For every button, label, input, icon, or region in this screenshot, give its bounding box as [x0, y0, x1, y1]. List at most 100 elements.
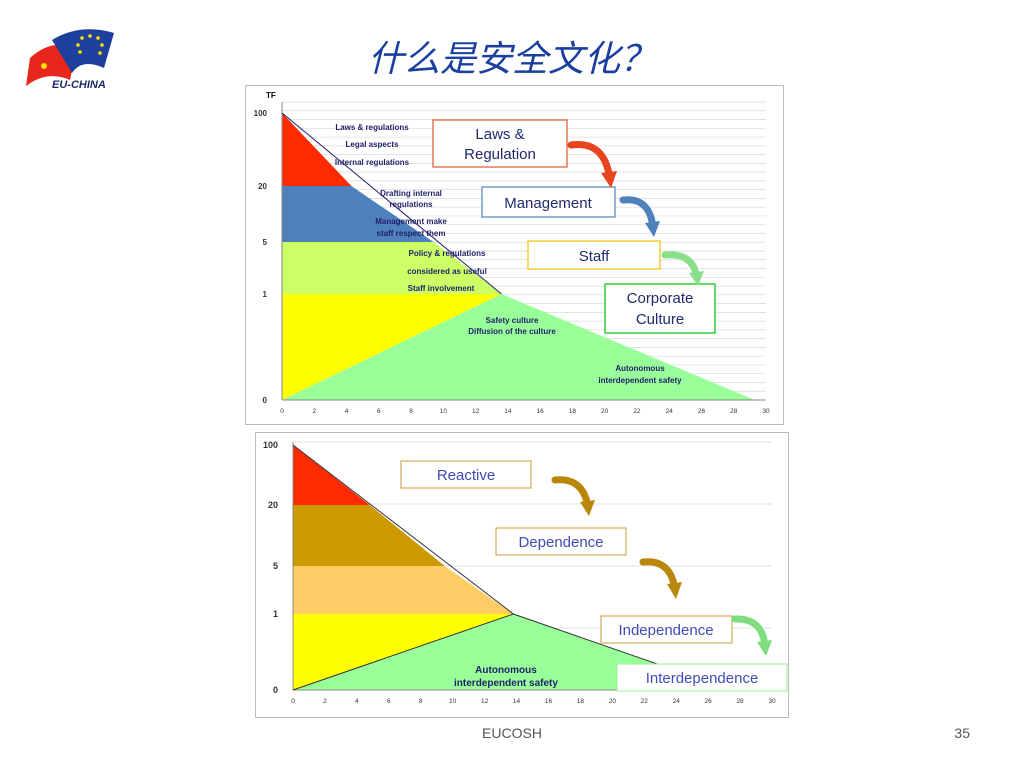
- c2-x-tick-label: 10: [449, 698, 457, 705]
- arrow-icon-green: [661, 251, 704, 286]
- svg-text:Culture: Culture: [636, 311, 684, 328]
- annotation-interdependent: interdependent safety: [598, 376, 682, 385]
- c1-edge-line: [281, 112, 502, 295]
- chart1-y-axis-title: TF: [266, 91, 276, 100]
- annotation-laws: Laws & regulations: [335, 123, 409, 132]
- box-interdependence: Interdependence: [616, 663, 788, 692]
- c2-x-tick-label: 28: [736, 698, 744, 705]
- c1-x-tick-label: 12: [472, 408, 480, 415]
- annotation-safety-culture: Safety culture: [486, 316, 539, 325]
- svg-text:Corporate: Corporate: [627, 290, 694, 307]
- c2-x-tick-label: 20: [609, 698, 617, 705]
- c1-x-tick-label: 20: [601, 408, 609, 415]
- annotation-drafting-1: Drafting internal: [380, 189, 442, 198]
- c1-y-tick-label: 5: [263, 238, 268, 247]
- box-independence: Independence: [600, 615, 733, 644]
- annotation-policy: Policy & regulations: [409, 249, 486, 258]
- c2-x-tick-label: 16: [545, 698, 553, 705]
- eu-china-logo: EU-CHINA: [22, 18, 132, 103]
- area-management: [282, 186, 434, 242]
- area-policy: [282, 242, 502, 294]
- page-number: 35: [954, 725, 970, 741]
- annotation-drafting-2: regulations: [389, 200, 433, 209]
- box-reactive: Reactive: [400, 460, 532, 489]
- c2-x-tick-label: 0: [291, 698, 295, 705]
- box-corporate-culture: Corporate Culture: [604, 283, 716, 334]
- svg-text:Laws &: Laws &: [475, 126, 524, 143]
- logo-text: EU-CHINA: [52, 79, 106, 91]
- svg-text:Interdependence: Interdependence: [646, 670, 759, 687]
- c1-x-tick-label: 2: [312, 408, 316, 415]
- c1-x-tick-label: 0: [280, 408, 284, 415]
- c2-y-tick-label: 20: [268, 500, 278, 510]
- area-autonomous: [282, 294, 755, 400]
- c2-x-tick-label: 14: [513, 698, 521, 705]
- c1-y-tick-label: 0: [263, 396, 268, 405]
- c2-y-tick-label: 1: [273, 609, 278, 619]
- c1-x-tick-label: 8: [409, 408, 413, 415]
- area2-orange: [293, 566, 514, 614]
- c2-x-tick-label: 8: [419, 698, 423, 705]
- c2-inner-edge-line: [292, 613, 514, 691]
- arrow-icon-brown-1: [551, 476, 595, 516]
- c2-y-tick-label: 100: [263, 440, 278, 450]
- svg-text:Reactive: Reactive: [437, 467, 495, 484]
- c2-x-tick-label: 22: [641, 698, 649, 705]
- area2-brown: [293, 505, 445, 566]
- svg-text:Management: Management: [504, 195, 592, 212]
- slide-title: 什么是安全文化？: [367, 39, 656, 80]
- flag-icon: [26, 29, 114, 86]
- c1-y-tick-label: 100: [254, 109, 268, 118]
- c2-x-tick-label: 30: [768, 698, 776, 705]
- c2-x-tick-label: 18: [577, 698, 585, 705]
- c1-y-tick-label: 1: [263, 290, 268, 299]
- annotation2-autonomous: Autonomous: [475, 665, 537, 676]
- annotation-involvement: Staff involvement: [408, 284, 475, 293]
- footer-text: EUCOSH: [482, 725, 542, 741]
- svg-text:Independence: Independence: [618, 622, 713, 639]
- svg-text:Staff: Staff: [579, 248, 610, 265]
- c2-y-tick-label: 5: [273, 561, 278, 571]
- c1-x-tick-label: 4: [345, 408, 349, 415]
- c2-y-tick-label: 0: [273, 685, 278, 695]
- annotation2-interdependent: interdependent safety: [454, 678, 558, 689]
- box-staff: Staff: [527, 240, 661, 270]
- arrow-icon-blue: [619, 196, 660, 237]
- c1-x-tick-label: 6: [377, 408, 381, 415]
- annotation-mgmt-1: Management make: [375, 217, 447, 226]
- svg-text:Regulation: Regulation: [464, 146, 536, 163]
- c1-x-tick-label: 14: [504, 408, 512, 415]
- area-laws: [282, 113, 352, 186]
- c1-x-tick-label: 30: [762, 408, 770, 415]
- c1-x-tick-label: 16: [537, 408, 545, 415]
- svg-text:Dependence: Dependence: [518, 534, 603, 551]
- c1-x-tick-label: 28: [730, 408, 738, 415]
- c2-x-tick-label: 4: [355, 698, 359, 705]
- chart1-areas: [281, 102, 766, 401]
- chart2-y-axis: 100 20 5 1 0: [263, 440, 278, 695]
- chart1-y-axis: 100 20 5 1 0: [254, 109, 268, 405]
- annotation-mgmt-2: staff respect them: [377, 229, 446, 238]
- area2-red: [293, 445, 370, 505]
- c1-x-tick-label: 24: [666, 408, 674, 415]
- c2-x-tick-label: 6: [387, 698, 391, 705]
- c2-x-tick-label: 2: [323, 698, 327, 705]
- annotation-legal: Legal aspects: [346, 140, 399, 149]
- annotation-diffusion: Diffusion of the culture: [468, 327, 556, 336]
- c2-x-tick-label: 24: [673, 698, 681, 705]
- c1-x-tick-label: 26: [698, 408, 706, 415]
- annotation-useful: considered as useful: [407, 267, 487, 276]
- arrow-icon-green-2: [731, 615, 772, 656]
- annotation-autonomous: Autonomous: [615, 364, 665, 373]
- c1-y-tick-label: 20: [258, 182, 267, 191]
- box-dependence: Dependence: [495, 527, 627, 556]
- c2-x-tick-label: 12: [481, 698, 489, 705]
- area-staff-involvement: [282, 294, 502, 400]
- box-laws-regulation: Laws & Regulation: [432, 119, 568, 168]
- c1-x-tick-label: 10: [440, 408, 448, 415]
- arrow-icon-red: [567, 140, 617, 188]
